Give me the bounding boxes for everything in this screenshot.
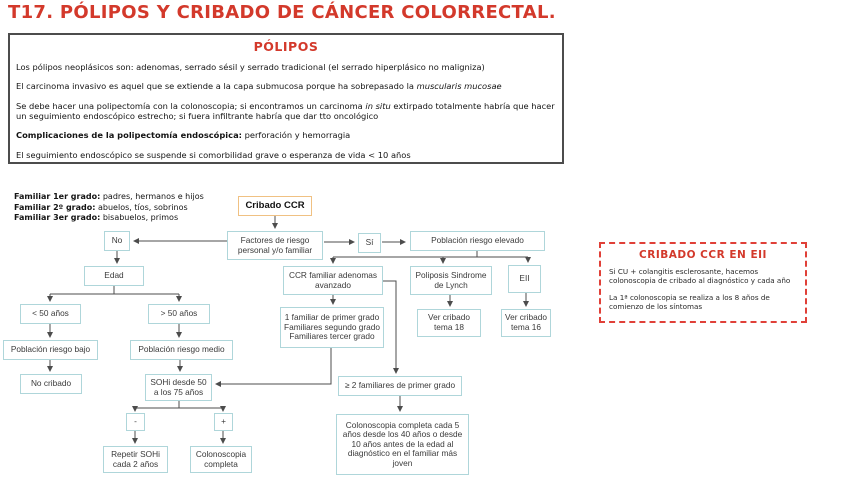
node-cribado-ccr: Cribado CCR xyxy=(238,196,312,216)
eii-note-paragraph-2: La 1ª colonoscopia se realiza a los 8 añ… xyxy=(609,292,770,312)
italic-term-muscularis: muscularis mucosae xyxy=(416,81,502,92)
polipos-paragraph-complicaciones: Complicaciones de la polipectomía endosc… xyxy=(16,130,351,141)
node-menor-50: < 50 años xyxy=(20,304,81,324)
node-sohi: SOHi desde 50 a los 75 años xyxy=(145,374,212,401)
eii-note-title: CRIBADO CCR EN EII xyxy=(639,249,767,261)
polipos-section: PÓLIPOS Los pólipos neoplásicos son: ade… xyxy=(8,33,564,164)
node-ccr-familiar: CCR familiar adenomas avanzado xyxy=(283,266,383,295)
node-colonoscopia-detalle: Colonoscopia completa cada 5 años desde … xyxy=(336,414,469,475)
node-no-cribado: No cribado xyxy=(20,374,82,394)
eii-note-box: CRIBADO CCR EN EII Si CU + colangitis es… xyxy=(599,242,807,323)
polipos-paragraph-neoplasicos: Los pólipos neoplásicos son: adenomas, s… xyxy=(16,62,485,72)
italic-term-insitu: in situ xyxy=(365,100,391,111)
node-familiares-grados: 1 familiar de primer grado Familiares se… xyxy=(280,307,384,348)
node-ver-cribado-tema18: Ver cribado tema 18 xyxy=(417,309,481,337)
node-si: Sí xyxy=(358,233,381,253)
familiar-grades-note: Familiar 1er grado: padres, hermanos e h… xyxy=(14,192,254,224)
node-repetir-sohi: Repetir SOHi cada 2 años xyxy=(103,446,168,473)
node-ge2-familiares: ≥ 2 familiares de primer grado xyxy=(338,376,462,396)
node-mayor-50: > 50 años xyxy=(148,304,210,324)
polipos-paragraph-polipectomia: Se debe hacer una polipectomía con la co… xyxy=(16,100,555,122)
polipos-paragraph-carcinoma: El carcinoma invasivo es aquel que se ex… xyxy=(16,81,502,92)
legend-line-2: Familiar 2º grado: abuelos, tíos, sobrin… xyxy=(14,202,188,212)
polipos-paragraph-seguimiento: El seguimiento endoscópico se suspende s… xyxy=(16,149,411,160)
node-sohi-positivo: + xyxy=(214,413,233,431)
node-poblacion-riesgo-elevado: Población riesgo elevado xyxy=(410,231,545,251)
node-sohi-negativo: - xyxy=(126,413,145,431)
node-poliposis-lynch: Poliposis Sindrome de Lynch xyxy=(410,266,492,295)
node-ver-cribado-tema16: Ver cribado tema 16 xyxy=(501,309,551,337)
node-poblacion-riesgo-bajo: Población riesgo bajo xyxy=(3,340,98,360)
node-no: No xyxy=(104,231,130,251)
legend-line-1: Familiar 1er grado: padres, hermanos e h… xyxy=(14,192,204,201)
node-poblacion-riesgo-medio: Población riesgo medio xyxy=(130,340,233,360)
legend-line-3: Familiar 3er grado: bisabuelos, primos xyxy=(14,213,179,222)
node-factores-riesgo: Factores de riesgo personal y/o familiar xyxy=(227,231,323,260)
polipos-heading: PÓLIPOS xyxy=(253,39,319,54)
node-eii: EII xyxy=(508,265,541,293)
eii-note-paragraph-1: Si CU + colangitis esclerosante, hacemos… xyxy=(609,267,791,286)
node-edad: Edad xyxy=(84,266,144,286)
page-title: T17. PÓLIPOS Y CRIBADO DE CÁNCER COLORRE… xyxy=(8,2,556,23)
node-colonoscopia-completa: Colonoscopia completa xyxy=(190,446,252,473)
